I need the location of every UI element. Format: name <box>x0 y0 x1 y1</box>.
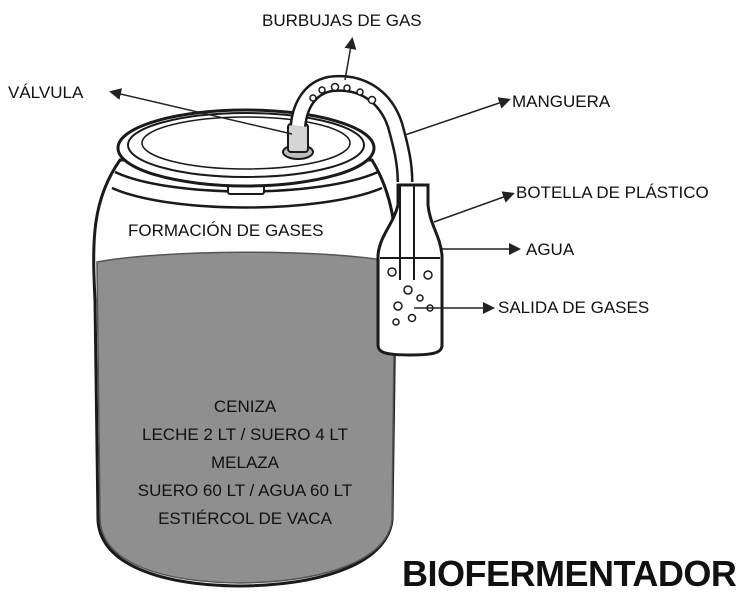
label-valvula: VÁLVULA <box>8 83 84 102</box>
content-line-4: SUERO 60 LT / AGUA 60 LT <box>137 481 353 500</box>
hose-bubbles <box>309 82 377 105</box>
label-salida: SALIDA DE GASES <box>498 298 650 317</box>
pointer-manguera <box>404 97 511 136</box>
hose-inner <box>292 77 411 183</box>
label-botella: BOTELLA DE PLÁSTICO <box>516 183 709 202</box>
label-burbujas: BURBUJAS DE GAS <box>262 11 422 30</box>
content-line-5: ESTIÉRCOL DE VACA <box>158 509 332 528</box>
barrel-lid-rim <box>127 112 365 178</box>
label-manguera: MANGUERA <box>512 92 611 111</box>
bottle-bubbles <box>387 267 434 326</box>
diagram-title: BIOFERMENTADOR <box>402 553 737 594</box>
valve-body <box>287 123 309 153</box>
barrel-lid-inner <box>141 116 351 170</box>
barrel-lid-outer <box>116 108 376 188</box>
pointer-botella <box>433 191 515 223</box>
bottle <box>376 183 444 357</box>
content-line-2: LECHE 2 LT / SUERO 4 LT <box>142 425 348 444</box>
label-agua: AGUA <box>526 240 575 259</box>
content-line-1: CENIZA <box>213 397 277 416</box>
pointer-burbujas <box>344 37 357 81</box>
pointer-valvula <box>109 88 293 135</box>
label-pointers <box>109 37 521 314</box>
barrel-liquid <box>96 251 396 584</box>
content-line-3: MELAZA <box>210 453 280 472</box>
label-formacion: FORMACIÓN DE GASES <box>128 221 324 240</box>
